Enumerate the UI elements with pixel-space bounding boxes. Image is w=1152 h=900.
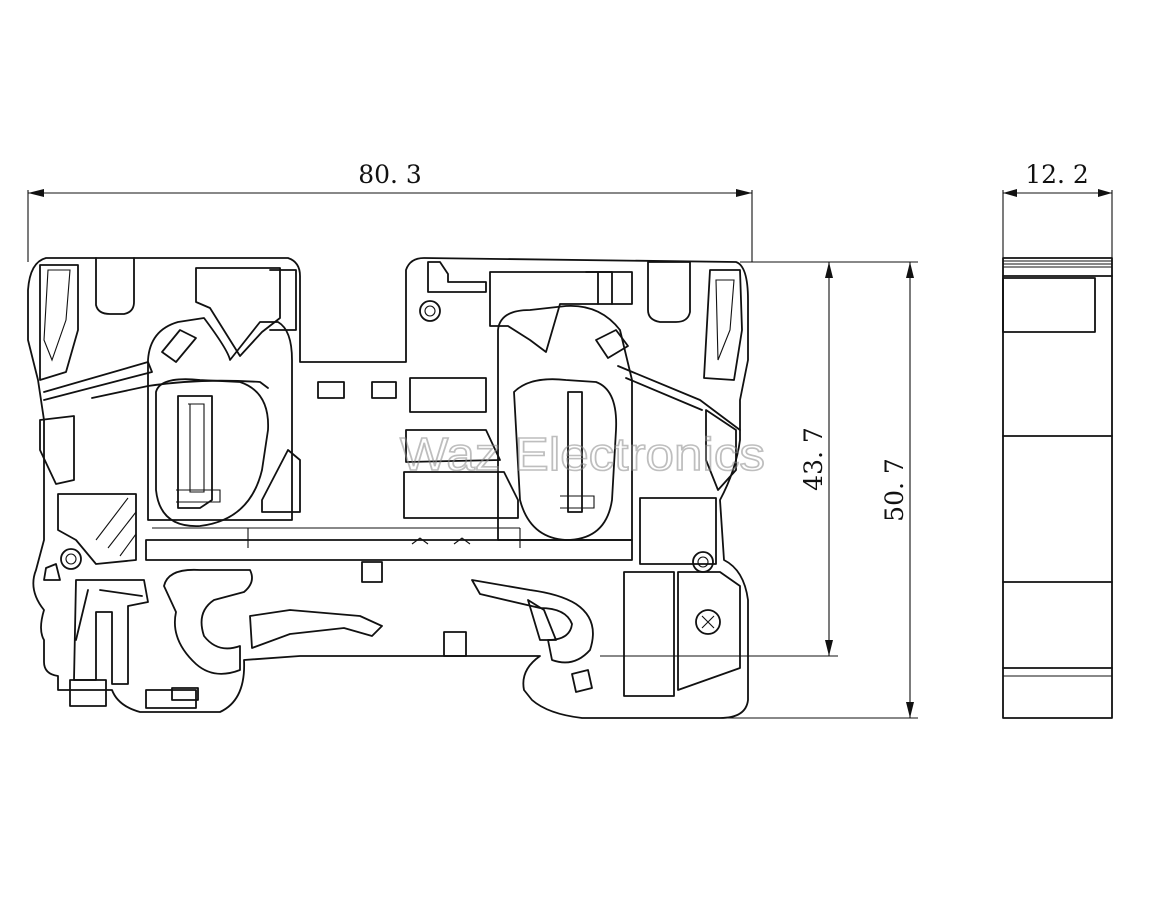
dimension-label-overall-height: 50. 7: [880, 458, 909, 522]
side-view: [1002, 257, 1113, 719]
dimension-inner-height: 43. 7: [600, 261, 918, 657]
dimension-overall-height: 50. 7: [590, 262, 918, 719]
dimension-label-length: 80. 3: [358, 160, 422, 189]
dimension-label-inner-height: 43. 7: [799, 427, 828, 491]
dimension-label-width: 12. 2: [1025, 160, 1089, 189]
front-view: [27, 257, 749, 719]
housing-outline: [27, 257, 749, 719]
watermark-text: Waz Electronics: [400, 428, 765, 480]
spring-clamp-right: [489, 271, 633, 353]
spring-clamp-left: [147, 317, 293, 521]
dimension-overall-length: 80. 3: [27, 160, 753, 262]
dimension-width: 12. 2: [1002, 160, 1113, 258]
